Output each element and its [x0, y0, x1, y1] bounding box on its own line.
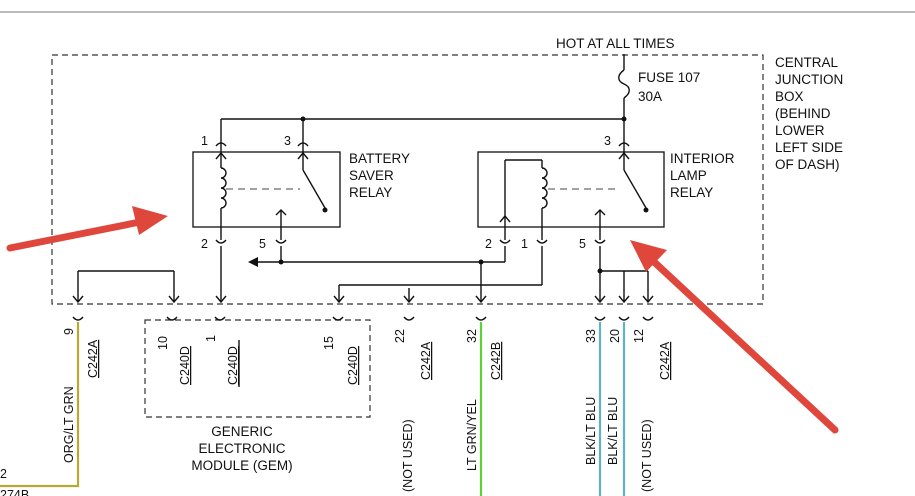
conn-name-c242b-32: C242B [489, 342, 503, 380]
conn-pin-32: 32 [465, 329, 479, 343]
conn-pin-22: 22 [393, 329, 407, 343]
conn-name-c240d-1: C240D [226, 346, 240, 385]
conn-name-c240d-10: C240D [178, 346, 192, 385]
ilr-pin-3: 3 [604, 134, 611, 148]
conn-pin-33: 33 [584, 329, 598, 343]
annotation-arrow-left [6, 206, 168, 252]
annotation-arrow-right [630, 240, 839, 434]
conn-name-c240d-15: C240D [346, 346, 360, 385]
wire-label-blk-lt-blu-33: BLK/LT BLU [584, 397, 598, 465]
junction-box-label-5: LEFT SIDE [775, 140, 843, 155]
ilr-pin-2: 2 [485, 237, 492, 251]
bsr-pin-5: 5 [259, 237, 266, 251]
gem-module-box [144, 319, 371, 418]
wire-label-org-lt-grn: ORG/LT GRN [62, 386, 76, 463]
battery-saver-coil [220, 167, 227, 209]
battery-saver-label-0: BATTERY [349, 151, 410, 166]
conn-name-c242a-12: C242A [658, 341, 672, 380]
hot-at-all-times-label: HOT AT ALL TIMES [556, 36, 675, 51]
conn-pin-15: 15 [322, 336, 336, 350]
battery-saver-label-2: RELAY [349, 185, 392, 200]
battery-saver-label-1: SAVER [349, 168, 394, 183]
conn-pin-20: 20 [608, 329, 622, 343]
wire-org-lt-grn [0, 322, 80, 488]
bottom-left-fragment: 274B [0, 488, 29, 496]
junction-box-label-1: JUNCTION [775, 72, 843, 87]
fuse-symbol [618, 69, 630, 99]
conn-name-c242a-9: C242A [86, 339, 100, 378]
central-junction-box [51, 54, 764, 305]
conn-pin-1: 1 [204, 335, 218, 342]
interior-lamp-coil [541, 167, 548, 209]
bsr-pin-1: 1 [201, 134, 208, 148]
bsr-pin-3: 3 [284, 134, 291, 148]
conn-pin-12: 12 [632, 329, 646, 343]
junction-box-label-4: LOWER [775, 123, 825, 138]
interior-lamp-label-2: RELAY [670, 185, 713, 200]
gem-label-2: MODULE (GEM) [191, 458, 292, 473]
conn-pin-9: 9 [62, 328, 76, 335]
bsr-pin-2: 2 [201, 237, 208, 251]
interior-lamp-relay-box [477, 151, 665, 228]
wire-label-not-used-22: (NOT USED) [401, 419, 415, 492]
interior-lamp-label-1: LAMP [670, 168, 707, 183]
junction-box-label-0: CENTRAL [775, 55, 839, 70]
gem-label-1: ELECTRONIC [198, 441, 285, 456]
ilr-pin-5: 5 [579, 237, 586, 251]
fuse-name-label: FUSE 107 [638, 70, 700, 85]
conn-name-c242a-22: C242A [419, 341, 433, 380]
left-edge-number: 2 [0, 467, 7, 481]
junction-box-label-3: (BEHIND [775, 106, 831, 121]
interior-lamp-label-0: INTERIOR [670, 151, 735, 166]
wire-label-lt-grn-yel: LT GRN/YEL [465, 399, 479, 471]
wire-label-blk-lt-blu-20: BLK/LT BLU [606, 397, 620, 465]
conn-pin-10: 10 [156, 336, 170, 350]
junction-box-label-2: BOX [775, 89, 804, 104]
fuse-rating-label: 30A [638, 89, 662, 104]
ilr-pin-1: 1 [521, 237, 528, 251]
wire-label-not-used-12: (NOT USED) [640, 419, 654, 492]
gem-label-0: GENERIC [211, 424, 273, 439]
junction-box-label-6: OF DASH) [775, 157, 840, 172]
battery-saver-relay-box [192, 151, 341, 228]
